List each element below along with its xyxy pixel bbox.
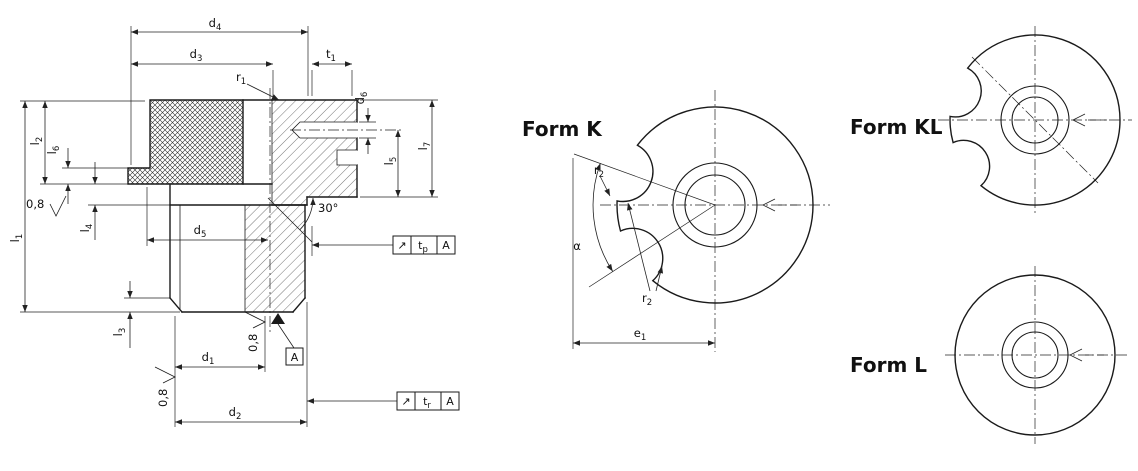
dim-label-d2: d2 (229, 405, 242, 422)
dim-d5: d5 (146, 187, 268, 246)
roughness-value: 0,8 (156, 389, 170, 407)
form-l-outline (954, 274, 1116, 436)
runout-symbol-icon: ↗ (401, 395, 410, 408)
form-l-view: Form L (850, 266, 1128, 444)
frame-datum-tp: A (442, 239, 450, 252)
datum-label: A (291, 351, 299, 364)
dim-label-e1: e1 (634, 326, 647, 343)
section-view: d4 d3 t1 r1 (8, 16, 460, 427)
dim-label-l4: l4 (78, 224, 95, 233)
dim-label-l7: l7 (416, 142, 433, 151)
dim-r2-lower: r2 (627, 202, 664, 308)
roughness-mark-1: 0,8 (26, 195, 67, 217)
form-kl-label: Form KL (850, 115, 943, 139)
shank-section-hatch (245, 205, 305, 312)
dim-label-l1: l1 (8, 234, 25, 243)
form-kl-hole-outer (1000, 85, 1070, 155)
form-k-label: Form K (522, 117, 603, 141)
form-l-label: Form L (850, 353, 927, 377)
dim-label-r2: r2 (642, 291, 652, 308)
knurled-head (127, 99, 244, 185)
runout-symbol-icon: ↗ (397, 239, 406, 252)
direction-arrow-icon (1069, 348, 1104, 362)
dim-t1: t1 (311, 47, 353, 96)
dim-d1: d1 (174, 316, 266, 427)
form-kl-view: Form KL (850, 26, 1132, 214)
dim-label-d1: d1 (202, 350, 215, 367)
dim-d6: d6 (353, 92, 376, 154)
dim-label-r1: r1 (236, 70, 246, 87)
roughness-value: 0,8 (246, 334, 260, 352)
dim-label-l6: l6 (45, 146, 62, 155)
head-outline (242, 99, 358, 206)
tolerance-frame-tr: ↗ tr A (307, 391, 460, 411)
dim-l7: l7 (360, 99, 438, 198)
dim-l2: l2 (20, 100, 145, 185)
dim-label-l2: l2 (28, 137, 45, 146)
roughness-icon (154, 366, 176, 384)
face-step-fill (337, 150, 357, 165)
dim-label-l5: l5 (382, 157, 399, 166)
dim-l6: l6 (45, 146, 128, 204)
dim-l3: l3 (111, 281, 170, 348)
form-k-hole-inner (684, 174, 746, 236)
roughness-mark-2: 0,8 (244, 311, 266, 352)
dim-d4: d4 (130, 16, 309, 165)
centerlines (269, 88, 403, 335)
dim-r1: r1 (236, 70, 280, 101)
dim-l1: l1 (8, 101, 180, 313)
dimensions: d4 d3 t1 r1 (8, 16, 460, 427)
form-k-hole-outer (672, 162, 758, 248)
dim-label-r2: r2 (594, 163, 604, 180)
form-kl-outline (949, 34, 1121, 206)
roughness-value: 0,8 (26, 197, 44, 211)
dim-label-alpha: α (573, 239, 581, 253)
direction-arrow-icon (1072, 113, 1107, 127)
dim-label-l3: l3 (111, 328, 128, 337)
datum-triangle-icon (271, 313, 285, 324)
roughness-mark-3: 0,8 (154, 366, 176, 407)
cone-line (267, 197, 313, 243)
roughness-icon (244, 311, 266, 329)
face-step (336, 149, 357, 166)
tolerance-frame-tp: ↗ tp A (311, 226, 456, 256)
roughness-icon (49, 195, 67, 217)
dim-label-d5: d5 (194, 223, 207, 240)
form-kl-hole-inner (1011, 96, 1059, 144)
form-l-hole-inner (1011, 331, 1059, 379)
dim-r2-upper: r2 (594, 163, 611, 197)
dim-label-d4: d4 (209, 16, 222, 33)
dim-label-t1: t1 (326, 47, 336, 64)
dim-label-d3: d3 (190, 47, 203, 64)
dim-l4: l4 (78, 162, 170, 240)
form-k-outline (616, 106, 814, 304)
dim-l5: l5 (382, 130, 401, 197)
tolerance-value-tr: tr (423, 395, 431, 411)
tolerance-value-tp: tp (418, 239, 428, 255)
datum-a: A (271, 313, 304, 366)
form-k-view: Form K α r2 r2 e1 (522, 90, 830, 352)
dim-e1: e1 (572, 158, 715, 349)
dim-angle-30: 30° (299, 197, 338, 231)
dim-d3: d3 (131, 47, 274, 97)
form-l-hole-outer (1001, 321, 1069, 389)
dim-label-d6: d6 (353, 92, 370, 105)
dim-label-angle-30: 30° (318, 201, 338, 215)
part-geometry (127, 99, 358, 313)
dim-d2: d2 (175, 302, 308, 427)
frame-datum-tr: A (446, 395, 454, 408)
alpha-angle: α (573, 153, 716, 288)
direction-arrow-icon (762, 198, 797, 212)
